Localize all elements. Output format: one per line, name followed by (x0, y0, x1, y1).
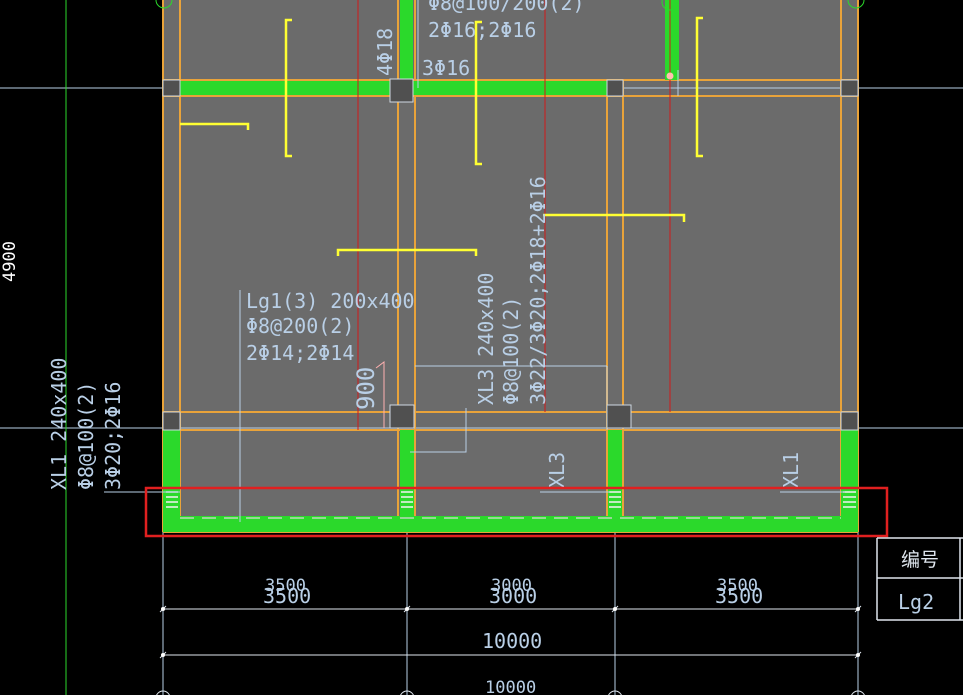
dimension-ticks (161, 607, 860, 657)
columns (162, 78, 859, 431)
axis-bubble-a (155, 0, 173, 9)
dim-total: 10000 (482, 629, 542, 653)
lg1-beam-label[interactable]: Lg1(3) 200x400 (246, 289, 415, 313)
beam-table (876, 537, 963, 621)
xl3-beam-rebar: 3Φ22/3Φ20;2Φ18+2Φ16 (526, 176, 550, 405)
dim-segment-1: 3500 (263, 584, 311, 608)
top-annotation-stirrup: Φ8@100/200(2) (428, 0, 585, 15)
axis-bubble-c (847, 0, 865, 9)
xl3-tag[interactable]: XL3 (545, 452, 569, 488)
table-header-id: 编号 (901, 549, 939, 571)
node-point (666, 72, 674, 80)
xl1-tag[interactable]: XL1 (779, 452, 803, 488)
bottom-axis-bubbles (156, 690, 865, 695)
dim-segment-2: 3000 (489, 584, 537, 608)
dim-segment-3-ghost: 3500 (717, 576, 758, 596)
xl1-beam-stirrup: Φ8@100(2) (74, 382, 98, 490)
leader-lines (104, 0, 845, 522)
table-cell-lg2: Lg2 (898, 590, 934, 614)
lg1-beam-stirrup: Φ8@200(2) (246, 314, 354, 338)
xl1-beam-rebar: 3Φ20;2Φ16 (101, 382, 125, 490)
center-lines (357, 0, 671, 430)
xl3-beam-label[interactable]: XL3 240x400 (474, 273, 498, 405)
left-dimension-4900: 4900 (0, 241, 20, 282)
slab-rebar-marks (180, 16, 703, 256)
dim-segment-3: 3500 (715, 584, 763, 608)
dimension-900-tick (375, 361, 385, 428)
dimension-900: 900 (352, 367, 380, 410)
axis-bubble-b (661, 0, 679, 11)
selection-highlight-box[interactable] (144, 486, 889, 538)
xl1-beam-label[interactable]: XL1 240x400 (47, 358, 71, 490)
xl3-beam-stirrup: Φ8@100(2) (499, 297, 523, 405)
dim-total-lower: 10000 (485, 678, 536, 695)
top-annotation-rebar-2: 3Φ16 (422, 56, 470, 80)
lg1-beam-rebar: 2Φ14;2Φ14 (246, 341, 354, 365)
top-annotation-rebar: 2Φ16;2Φ16 (428, 18, 536, 42)
dim-segment-2-ghost: 3000 (491, 576, 532, 596)
top-annotation-rebar-3: 4Φ18 (373, 28, 397, 76)
dim-segment-1-ghost: 3500 (265, 576, 306, 596)
